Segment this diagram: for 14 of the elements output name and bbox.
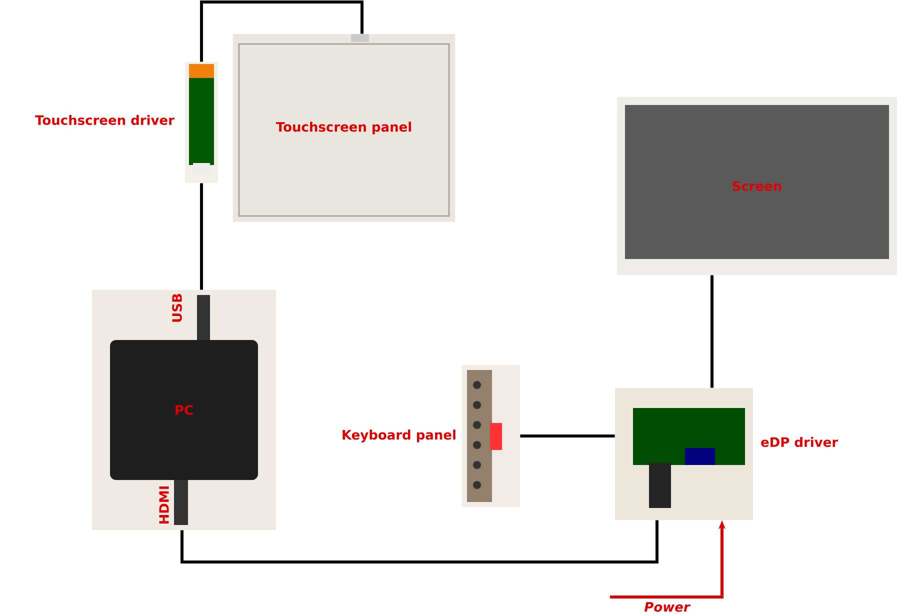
cable-line — [200, 183, 203, 290]
device-label: PC — [176, 405, 193, 415]
device-label: Keyboard panel — [342, 430, 456, 442]
device-label: Screen — [732, 181, 782, 191]
cable-line — [710, 275, 714, 388]
cable-line — [520, 434, 615, 438]
edge-label: Power — [644, 602, 691, 612]
device-label: Touchscreen driver — [35, 114, 174, 126]
port-label: HDMI — [159, 486, 169, 524]
device-label: eDP driver — [761, 436, 838, 448]
cable-line — [200, 0, 364, 62]
cable-line — [180, 520, 658, 564]
port-label: USB — [172, 294, 182, 322]
device-label: Touchscreen panel — [276, 122, 411, 134]
